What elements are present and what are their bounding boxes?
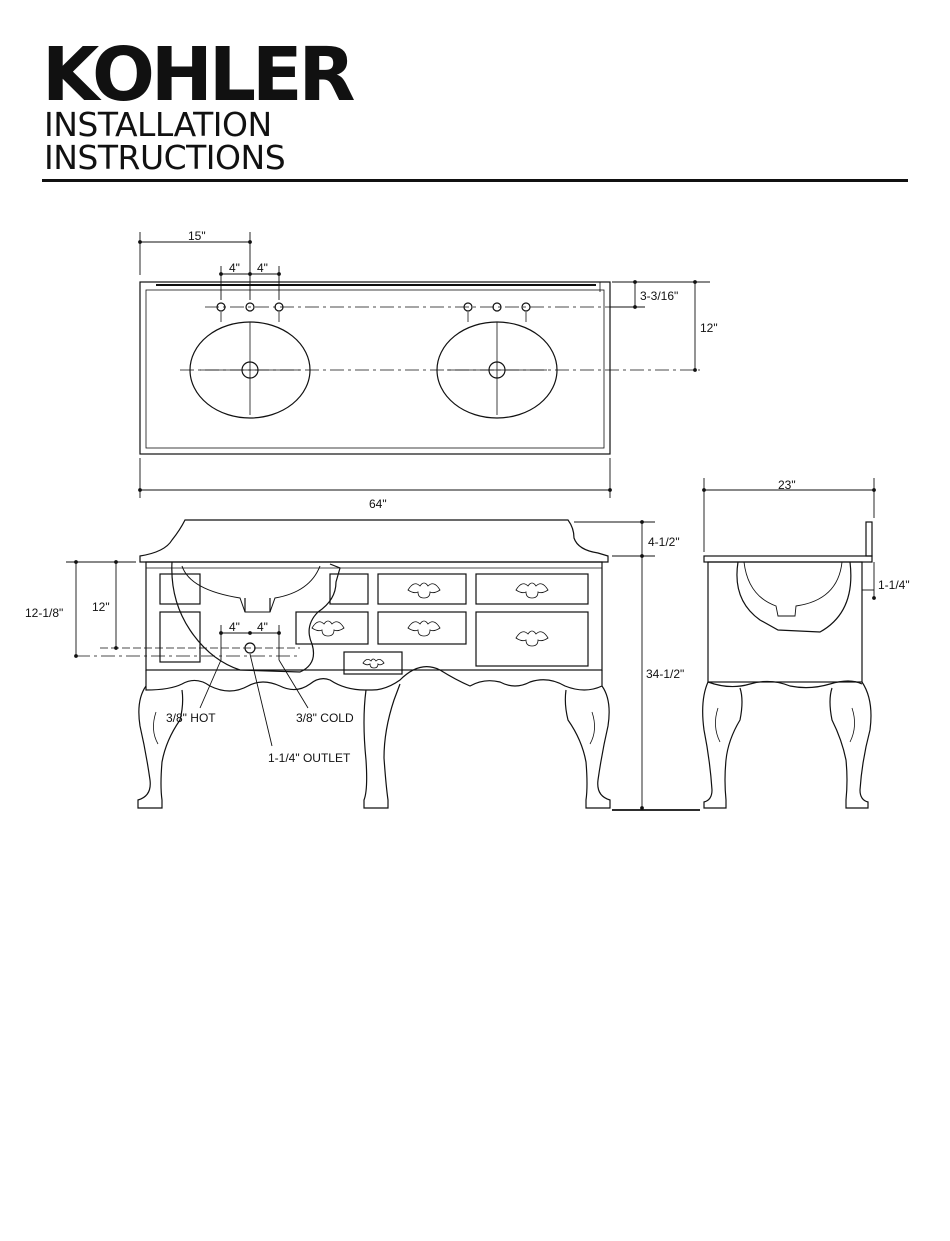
dim-overall-width: 64" [369, 497, 387, 511]
label-cold-supply: 3/8" COLD [296, 711, 354, 725]
vanity-top-outline [140, 282, 610, 454]
drawer-mid-center [378, 612, 466, 644]
dim-overall-height: 34-1/2" [646, 667, 684, 681]
side-left-leg [703, 682, 742, 808]
drawer-top-left [160, 574, 200, 604]
dim-backsplash: 1-1/4" [878, 578, 910, 592]
front-center-leg [364, 684, 400, 808]
dim-supply-height: 12-1/8" [25, 606, 63, 620]
side-backsplash [866, 522, 872, 556]
drawer-mid-mid-left [296, 612, 368, 644]
side-top-slab [704, 556, 872, 562]
dim-faucet-spacing-left: 4" [229, 261, 240, 275]
side-basin-section [737, 562, 851, 632]
side-view [703, 522, 872, 808]
vanity-marble-top [140, 520, 608, 562]
drawer-top-center [378, 574, 466, 604]
label-hot-supply: 3/8" HOT [166, 711, 216, 725]
dim-back-to-drain: 12" [700, 321, 718, 335]
drawer-mid-right [476, 612, 588, 666]
dim-depth: 23" [778, 478, 796, 492]
side-cabinet-body [708, 562, 862, 682]
dim-left-to-faucet: 15" [188, 229, 206, 243]
top-view [140, 282, 700, 454]
front-right-leg [565, 686, 610, 808]
basin-section [182, 566, 320, 612]
side-view-dimensions [704, 478, 874, 598]
drawer-pull-icon [312, 583, 548, 668]
side-right-leg [830, 682, 871, 808]
dim-backsplash-to-faucet: 3-3/16" [640, 289, 678, 303]
dim-outlet-height: 12" [92, 600, 110, 614]
top-view-dimensions [140, 232, 710, 498]
drawer-top-right [476, 574, 588, 604]
cabinet-body [146, 562, 602, 670]
dim-top-height: 4-1/2" [648, 535, 680, 549]
vanity-top-inner [146, 290, 604, 448]
dim-supply-spacing-right: 4" [257, 620, 268, 634]
label-outlet: 1-1/4" OUTLET [268, 751, 351, 765]
basin-cutaway [172, 562, 340, 672]
dim-faucet-spacing-right: 4" [257, 261, 268, 275]
drawer-mid-left [160, 612, 200, 662]
front-left-leg [138, 686, 183, 808]
dim-supply-spacing-left: 4" [229, 620, 240, 634]
drawer-small-center [344, 652, 402, 674]
